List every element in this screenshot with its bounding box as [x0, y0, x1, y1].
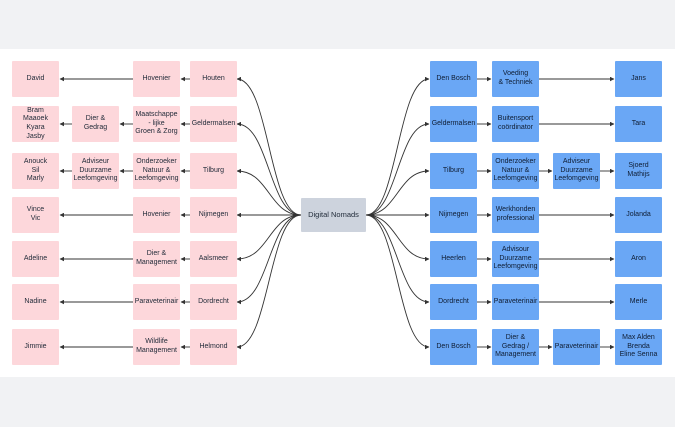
left-names-node: Nadine — [12, 284, 59, 320]
left-role-node: Hovenier — [133, 197, 180, 233]
left-names-node: Bram Maaoek Kyara Jasby — [12, 106, 59, 142]
right-names-node: Jans — [615, 61, 662, 97]
left-role-node: Dier & Gedrag — [72, 106, 119, 142]
left-names-node: Anouck Sil Marly — [12, 153, 59, 189]
right-names-node: Sjoerd Mathijs — [615, 153, 662, 189]
left-role-node: Wildlife Management — [133, 329, 180, 365]
center-to-right-city-connector — [365, 168, 430, 216]
left-names-node: Jimmie — [12, 329, 59, 365]
center-to-left-city-connector — [236, 168, 302, 216]
right-role-node: Paraveterinair — [553, 329, 600, 365]
left-names-node: David — [12, 61, 59, 97]
center-to-left-city-connector — [236, 76, 302, 216]
right-city-node: Den Bosch — [430, 61, 477, 97]
right-role-node: Advisour Duurzame Leefomgeving — [492, 241, 539, 277]
right-role-node: Onderzoeker Natuur & Leefomgeving — [492, 153, 539, 189]
right-city-node: Tilburg — [430, 153, 477, 189]
center-to-left-city-connector — [236, 214, 302, 350]
right-city-node: Geldermalsen — [430, 106, 477, 142]
right-names-node: Jolanda — [615, 197, 662, 233]
left-names-node: Vince Vic — [12, 197, 59, 233]
left-role-node: Adviseur Duurzame Leefomgeving — [72, 153, 119, 189]
right-city-node: Heerlen — [430, 241, 477, 277]
right-role-node: Adviseur Duurzame Leefomgeving — [553, 153, 600, 189]
right-role-node: Dier & Gedrag / Management — [492, 329, 539, 365]
left-city-node: Aalsmeer — [190, 241, 237, 277]
left-city-node: Dordrecht — [190, 284, 237, 320]
left-city-node: Helmond — [190, 329, 237, 365]
right-role-node: Buitensport coördinator — [492, 106, 539, 142]
right-names-node: Aron — [615, 241, 662, 277]
left-city-node: Tilburg — [190, 153, 237, 189]
right-role-node: Paraveterinair — [492, 284, 539, 320]
center-to-right-city-connector — [365, 121, 430, 216]
left-role-node: Maatschappe - lijke Groen & Zorg — [133, 106, 180, 142]
left-role-node: Paraveterinair — [133, 284, 180, 320]
right-city-node: Nijmegen — [430, 197, 477, 233]
left-city-node: Geldermalsen — [190, 106, 237, 142]
center-to-right-city-connector — [365, 214, 430, 305]
right-names-node: Max Alden Brenda Eline Senna — [615, 329, 662, 365]
left-role-node: Hovenier — [133, 61, 180, 97]
right-role-node: Voeding & Techniek — [492, 61, 539, 97]
center-to-left-city-connector — [236, 214, 302, 262]
left-names-node: Adeline — [12, 241, 59, 277]
left-role-node: Onderzoeker Natuur & Leefomgeving — [133, 153, 180, 189]
right-city-node: Dordrecht — [430, 284, 477, 320]
center-node-digital-nomads: Digital Nomads — [301, 198, 366, 232]
center-to-right-city-connector — [365, 214, 430, 262]
right-role-node: Werkhonden professional — [492, 197, 539, 233]
center-to-left-city-connector — [236, 121, 302, 216]
left-role-node: Dier & Management — [133, 241, 180, 277]
center-to-right-city-connector — [365, 76, 430, 216]
right-names-node: Tara — [615, 106, 662, 142]
right-city-node: Den Bosch — [430, 329, 477, 365]
left-city-node: Nijmegen — [190, 197, 237, 233]
center-to-right-city-connector — [365, 214, 430, 350]
center-to-left-city-connector — [236, 214, 302, 305]
left-city-node: Houten — [190, 61, 237, 97]
right-names-node: Merle — [615, 284, 662, 320]
